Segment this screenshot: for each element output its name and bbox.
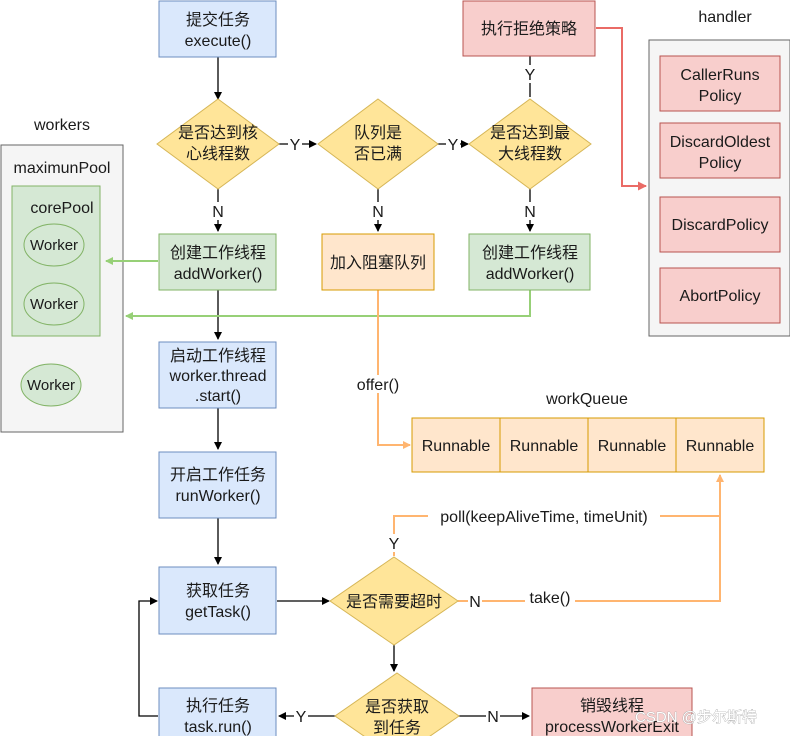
- queue-cell: [411, 417, 501, 473]
- discard-policy: [659, 196, 781, 253]
- workers-group: workers maximunPool corePool Worker Work…: [0, 117, 124, 433]
- abort-policy: [659, 267, 781, 324]
- svg-text:大线程数: 大线程数: [498, 145, 562, 163]
- policy-label: Policy: [699, 88, 742, 105]
- node-reject: 执行拒绝策略: [462, 0, 596, 57]
- decision-got-task: 是否获取 到任务: [334, 672, 460, 736]
- decision-queue-full: 队列是 否已满: [317, 98, 439, 190]
- svg-text:加入阻塞队列: 加入阻塞队列: [330, 254, 426, 272]
- queue-cell: [675, 417, 765, 473]
- discard-oldest-policy: [659, 122, 781, 179]
- svg-text:execute(): execute(): [185, 33, 252, 50]
- policy-label: Policy: [699, 155, 742, 172]
- svg-text:否已满: 否已满: [354, 145, 402, 163]
- worker-label: Worker: [30, 296, 78, 313]
- decision-timeout: 是否需要超时: [329, 556, 459, 646]
- svg-text:队列是: 队列是: [354, 124, 402, 142]
- svg-text:getTask(): getTask(): [185, 604, 251, 621]
- svg-text:processWorkerExit: processWorkerExit: [545, 719, 680, 736]
- worker-label: Worker: [30, 237, 78, 254]
- csdn-watermark: CSDN @步尔斯特: [635, 709, 757, 726]
- svg-text:worker.thread: worker.thread: [169, 368, 267, 385]
- edge-label-yes: Y: [525, 67, 536, 84]
- edge-label-yes: Y: [296, 709, 307, 726]
- svg-text:.start(): .start(): [195, 388, 241, 405]
- edge-take: [458, 474, 724, 602]
- edge-label-yes: Y: [389, 536, 400, 553]
- edge-label-yes: Y: [290, 137, 301, 154]
- caller-runs-policy: [659, 55, 781, 112]
- edge-label-take: take(): [530, 590, 571, 607]
- svg-text:是否获取: 是否获取: [365, 698, 429, 716]
- max-pool-label: maximunPool: [14, 160, 111, 177]
- node-create-max: 创建工作线程 addWorker(): [468, 233, 591, 291]
- queue-cell-label: Runnable: [686, 438, 755, 455]
- node-destroy: 销毁线程 processWorkerExit: [531, 687, 693, 736]
- edge-labels: Y Y Y N N N offer() poll(keepAliveTime, …: [211, 65, 660, 726]
- queue-cell-label: Runnable: [510, 438, 579, 455]
- handler-title: handler: [698, 9, 752, 26]
- queue-cell-label: Runnable: [422, 438, 491, 455]
- node-enqueue: 加入阻塞队列: [321, 233, 435, 291]
- worker-node: [23, 282, 85, 326]
- edge-offer: [377, 290, 411, 449]
- policy-label: CallerRuns: [680, 67, 759, 84]
- edge-label-no: N: [487, 709, 499, 726]
- node-run-worker: 开启工作任务 runWorker(): [158, 451, 277, 519]
- svg-text:addWorker(): addWorker(): [486, 266, 575, 283]
- svg-text:获取任务: 获取任务: [186, 582, 250, 600]
- edge-label-no: N: [212, 204, 224, 221]
- svg-text:是否达到核: 是否达到核: [178, 124, 258, 142]
- edge-create-to-max-pool: [125, 290, 531, 320]
- svg-text:销毁线程: 销毁线程: [580, 697, 644, 715]
- svg-text:addWorker(): addWorker(): [174, 266, 263, 283]
- decision-core-threads: 是否达到核 心线程数: [156, 98, 280, 190]
- edge-label-no: N: [372, 204, 384, 221]
- svg-text:心线程数: 心线程数: [186, 145, 250, 163]
- svg-text:开启工作任务: 开启工作任务: [170, 466, 266, 484]
- svg-text:task.run(): task.run(): [184, 719, 252, 736]
- handler-group: handler CallerRuns Policy DiscardOldest …: [648, 9, 790, 337]
- core-pool-label: corePool: [30, 200, 93, 217]
- queue-cell: [587, 417, 677, 473]
- svg-text:到任务: 到任务: [373, 719, 421, 736]
- edge-label-offer: offer(): [357, 377, 399, 394]
- policy-label: DiscardPolicy: [672, 217, 769, 234]
- edge-loop-back: [138, 597, 158, 717]
- node-start-thread: 启动工作线程 worker.thread .start(): [158, 341, 277, 409]
- work-queue-title: workQueue: [545, 391, 628, 408]
- workers-title: workers: [33, 117, 90, 134]
- svg-text:runWorker(): runWorker(): [175, 488, 260, 505]
- svg-text:创建工作线程: 创建工作线程: [170, 244, 266, 262]
- worker-label: Worker: [27, 377, 75, 394]
- edge-label-yes: Y: [448, 137, 459, 154]
- svg-text:创建工作线程: 创建工作线程: [482, 244, 578, 262]
- policy-label: DiscardOldest: [670, 134, 771, 151]
- svg-text:执行拒绝策略: 执行拒绝策略: [481, 20, 577, 38]
- node-create-core: 创建工作线程 addWorker(): [158, 233, 277, 291]
- work-queue-group: workQueue Runnable Runnable Runnable Run…: [411, 391, 765, 473]
- decision-max-threads: 是否达到最 大线程数: [468, 98, 592, 190]
- svg-text:是否需要超时: 是否需要超时: [346, 593, 442, 611]
- node-get-task: 获取任务 getTask(): [158, 566, 277, 635]
- svg-text:启动工作线程: 启动工作线程: [170, 347, 266, 365]
- edge-label-poll: poll(keepAliveTime, timeUnit): [440, 509, 647, 526]
- queue-cell-label: Runnable: [598, 438, 667, 455]
- policy-label: AbortPolicy: [680, 288, 761, 305]
- edge-label-no: N: [469, 594, 481, 611]
- worker-node: [23, 223, 85, 267]
- node-run-task: 执行任务 task.run(): [158, 687, 277, 736]
- svg-text:是否达到最: 是否达到最: [490, 124, 570, 142]
- svg-text:提交任务: 提交任务: [186, 11, 250, 29]
- edge-label-no: N: [524, 204, 536, 221]
- node-submit: 提交任务 execute(): [158, 0, 277, 58]
- worker-node: [20, 363, 82, 407]
- svg-text:执行任务: 执行任务: [186, 697, 250, 715]
- edge-reject-to-handler: [596, 27, 647, 191]
